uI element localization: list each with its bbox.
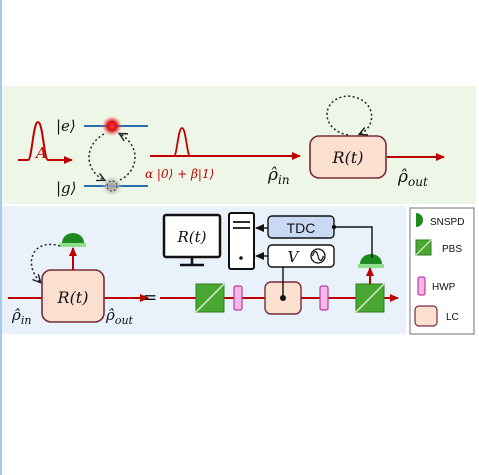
- hwp-2: [319, 285, 329, 311]
- excitation-arrow: [88, 133, 104, 180]
- equals-sign: =: [143, 288, 157, 308]
- monitor-label: R(t): [176, 228, 206, 246]
- decay-arrow: [120, 134, 136, 181]
- bottom-r-box-label: R(t): [57, 288, 89, 307]
- legend-hwp-label: HWP: [432, 282, 456, 293]
- bottom-detector-dome: [62, 233, 84, 243]
- computer-tower: [228, 212, 255, 270]
- ground-atom: [102, 176, 122, 196]
- top-rho-out-label: ρ̂out: [397, 167, 428, 189]
- pulse-amplitude-label: A: [34, 144, 47, 162]
- legend-snspd-icon: [416, 213, 423, 227]
- top-rho-in-label: ρ̂in: [267, 165, 290, 187]
- snspd-detector: [360, 254, 382, 264]
- bottom-rho-out-label: ρ̂out: [105, 306, 134, 327]
- pbs-2-diagonal: [355, 283, 385, 313]
- excited-atom: [102, 116, 122, 136]
- ac-wave-icon: [311, 250, 325, 262]
- legend-pbs-diagonal: [415, 239, 432, 256]
- left-border: [0, 0, 2, 475]
- top-r-box-label: R(t): [332, 148, 364, 167]
- excited-state-label: |e⟩: [56, 117, 76, 135]
- pbs-1-diagonal: [195, 283, 225, 313]
- legend-hwp-icon: [417, 276, 426, 296]
- top-r-box: [309, 135, 387, 179]
- ground-atom-ring: [106, 180, 118, 192]
- legend-lc-icon: [414, 305, 438, 327]
- tower-power-dot: [239, 256, 243, 260]
- ground-state-label: |g⟩: [56, 179, 77, 197]
- bottom-rho-in-label: ρ̂in: [11, 306, 31, 327]
- snspd-to-tdc-wire: [334, 226, 373, 258]
- top-panel-background: [2, 86, 476, 204]
- legend-snspd-label: SNSPD: [430, 217, 464, 228]
- hwp-1: [233, 285, 243, 311]
- snspd-base: [358, 264, 384, 268]
- voltage-label: V: [288, 248, 301, 266]
- top-feedback-loop: [326, 95, 373, 136]
- superposition-label: α |0⟩ + β|1⟩: [145, 167, 214, 181]
- emitted-pulse: [168, 127, 196, 157]
- legend-lc-label: LC: [446, 312, 459, 323]
- bottom-detector-base: [60, 243, 86, 247]
- legend-pbs-label: PBS: [442, 244, 462, 255]
- input-pulse: [18, 120, 58, 161]
- tdc-label: TDC: [287, 220, 316, 236]
